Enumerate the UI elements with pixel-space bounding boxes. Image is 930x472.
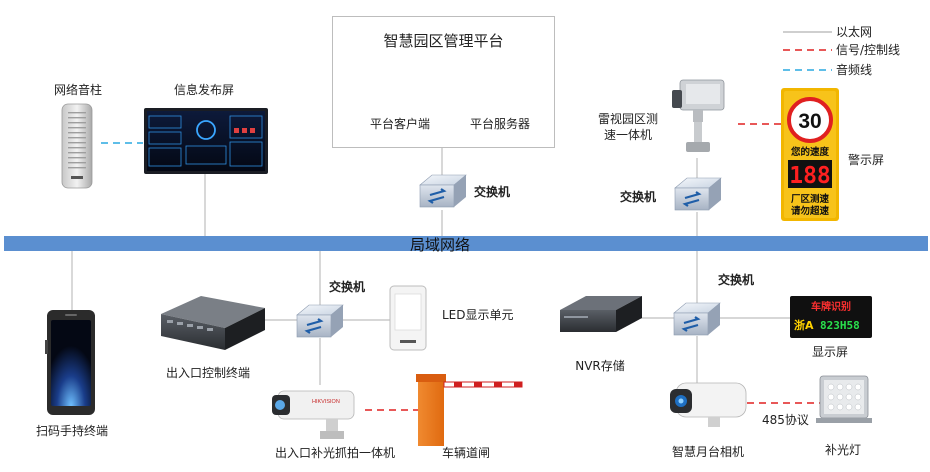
signal-links [365,123,820,411]
platform-title: 智慧园区管理平台 [383,32,504,50]
warning-line-2: 请勿超速 [791,205,830,217]
legend [783,31,832,71]
fill-light-icon [816,375,872,423]
your-speed-label: 您的速度 [791,146,830,158]
radar-camera-label-1: 雷视园区测 [597,112,659,126]
speed-digits: 188 [789,163,831,189]
display-panel-label: 显示屏 [811,345,849,359]
legend-audio-label: 音频线 [836,63,873,77]
display-panel-top-text: 车牌识别 [811,300,851,313]
capture-camera-icon: HIKVISION [272,390,355,439]
radar-camera-label-2: 速一体机 [603,128,653,142]
switch-center-icon [419,174,467,208]
fill-light-label: 补光灯 [824,443,862,457]
protocol-485-label: 485协议 [762,413,809,427]
handheld-terminal-icon [45,310,95,415]
warning-sign-icon: 30 您的速度 188 厂区测速 请勿超速 [781,88,839,221]
lan-label: 局域网络 [409,236,471,254]
switch-top-right-label: 交换机 [620,190,657,204]
entrance-controller-icon [161,296,265,350]
nvr-label: NVR存储 [575,359,625,373]
switch-top-right-icon [674,177,722,211]
platform-client-label: 平台客户端 [369,117,431,131]
display-panel-right-text: 823H58 [820,319,860,332]
radar-camera-icon [672,79,725,152]
display-screen-label: 信息发布屏 [173,83,235,97]
display-panel-left-text: 浙A [794,318,814,332]
platform-camera-label: 智慧月台相机 [671,445,745,459]
ethernet-links [71,146,790,385]
switch-bottom-right-label: 交换机 [718,273,755,287]
switch-bottom-mid-icon [296,304,344,338]
platform-camera-icon [670,382,747,427]
display-panel-icon: 车牌识别 浙A 823H58 [790,296,872,338]
warning-screen-label: 警示屏 [848,153,885,167]
led-unit-icon [389,285,427,351]
legend-ethernet-label: 以太网 [836,25,873,39]
capture-camera-brand: HIKVISION [312,399,340,405]
barrier-gate-icon [416,374,523,446]
switch-bottom-right-icon [673,302,721,336]
platform-box: 智慧园区管理平台 [332,16,555,148]
platform-server-label: 平台服务器 [469,117,531,131]
barrier-gate-label: 车辆道闸 [441,446,491,460]
warning-line-1: 厂区测速 [791,193,830,205]
capture-camera-label: 出入口补光抓拍一体机 [274,446,396,460]
handheld-label: 扫码手持终端 [35,424,109,438]
legend-signal-label: 信号/控制线 [836,43,901,57]
speed-limit-value: 30 [798,110,821,133]
display-screen-icon [144,108,268,174]
entrance-controller-label: 出入口控制终端 [165,366,251,380]
switch-center-label: 交换机 [474,185,511,199]
switch-bottom-mid-label: 交换机 [329,280,366,294]
nvr-icon [560,296,642,332]
speaker-label: 网络音柱 [53,83,103,97]
lan-bar [4,236,928,251]
speaker-icon [61,103,93,189]
led-unit-label: LED显示单元 [442,308,514,322]
